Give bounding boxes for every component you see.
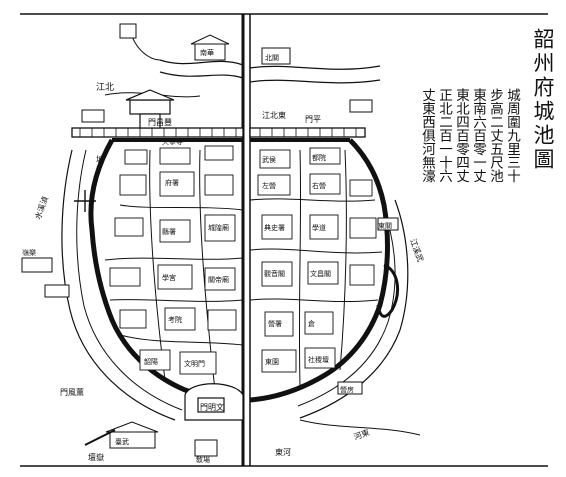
buildings-right xyxy=(257,147,377,373)
description-line: 城周圍九里三十 xyxy=(504,88,520,183)
label-duyuan: 都院 xyxy=(312,153,326,162)
north-wall-crenels xyxy=(79,128,357,137)
label-ying-house: 營房 xyxy=(340,385,354,394)
label-xuedao: 學道 xyxy=(312,223,326,232)
description-line: 丈東西俱河無濠 xyxy=(419,88,435,183)
label-guanyin: 觀音閣 xyxy=(264,269,285,278)
map-description: 城周圍九里三十 步高二丈五尺池 東南六百零一丈 東北四百零四丈 正北二百一十六 … xyxy=(418,88,520,288)
north-river-left-bank xyxy=(159,71,244,79)
label-cang: 倉 xyxy=(308,319,315,328)
street-1 xyxy=(119,204,244,211)
label-guandi: 關帝廟 xyxy=(208,275,229,284)
label-east-gate: 門平 xyxy=(305,115,321,124)
street-9 xyxy=(249,298,379,303)
label-sheji: 社稷壇 xyxy=(308,355,329,364)
label-kaoyuan: 考院 xyxy=(168,315,182,324)
label-bottom-east: 東河 xyxy=(275,447,291,457)
north-river-right xyxy=(249,65,381,70)
city-wall-right xyxy=(249,138,390,403)
label-wuhou: 武侯 xyxy=(262,155,276,164)
label-north-gate: 門昌豐 xyxy=(148,117,172,127)
label-dong-guan: 東關 xyxy=(378,221,392,230)
west-river-outer xyxy=(61,149,176,421)
label-chenghuang: 城隍廟 xyxy=(208,223,229,232)
north-river-right-bank xyxy=(249,79,381,84)
southeast-river xyxy=(299,419,421,436)
label-river-north-left: 江北 xyxy=(96,82,114,93)
north-wall-left xyxy=(71,127,244,138)
east-river-inner xyxy=(297,209,396,407)
label-wenchang: 文昌閣 xyxy=(310,269,331,278)
map-title: 韶州府城池圖 xyxy=(531,28,555,172)
west-structures xyxy=(21,109,105,298)
label-east-river: 河東 xyxy=(352,427,370,442)
label-river-north-right: 江北東 xyxy=(262,110,286,120)
label-dongyuan: 東園 xyxy=(265,357,279,366)
east-bastion xyxy=(376,263,400,318)
label-dianshi: 典史署 xyxy=(264,223,285,232)
description-line: 步高二丈五尺池 xyxy=(487,88,503,183)
description-line: 正北二百一十六 xyxy=(436,88,452,183)
east-river-outer xyxy=(299,199,409,419)
label-tianning: 天寧寺 xyxy=(162,137,183,146)
label-xianshu: 縣署 xyxy=(162,227,176,236)
label-ling-left: 嶺樂 xyxy=(22,248,36,257)
south-temple xyxy=(105,421,218,457)
street-8 xyxy=(249,248,383,254)
north-river-left xyxy=(159,59,244,66)
label-south-left: 臺武 xyxy=(115,437,129,446)
street-11 xyxy=(339,149,347,371)
label-bei-guan: 北關 xyxy=(265,54,279,62)
street-2 xyxy=(104,257,244,261)
label-yingzhou: 營署 xyxy=(268,319,282,328)
label-xuegong: 學宮 xyxy=(162,273,176,282)
street-7 xyxy=(249,198,376,202)
label-zuoying: 左營 xyxy=(262,181,276,190)
buildings-left xyxy=(109,145,237,375)
street-3 xyxy=(109,299,244,302)
label-north-temple: 南華 xyxy=(200,48,214,57)
west-river-inner xyxy=(76,149,183,411)
label-river-west: 水溪湞 xyxy=(32,195,50,221)
south-gate xyxy=(184,383,244,421)
label-bottom-left: 壇嶽 xyxy=(88,452,104,462)
north-temple xyxy=(119,23,291,65)
label-nanyuan: 文明門 xyxy=(184,359,205,368)
description-line: 東南六百零一丈 xyxy=(470,88,486,183)
steps-bottom-left xyxy=(84,429,116,446)
label-west-tower: 門風薰 xyxy=(60,387,84,397)
compass-icon xyxy=(74,190,96,212)
label-fuzhi: 府署 xyxy=(165,178,179,187)
label-youying: 右營 xyxy=(312,181,326,190)
description-line: 東北四百零四丈 xyxy=(453,88,469,183)
street-6 xyxy=(119,334,244,346)
label-city-wall: 城 xyxy=(96,155,104,164)
label-bottom-mid: 敎場 xyxy=(196,455,210,464)
label-south-gate: 門明文 xyxy=(200,402,224,412)
label-shaoyang: 韶陽 xyxy=(144,357,158,366)
north-gate xyxy=(125,89,175,129)
north-wall-right xyxy=(249,127,366,138)
street-10 xyxy=(298,149,302,386)
east-structures xyxy=(337,99,399,395)
